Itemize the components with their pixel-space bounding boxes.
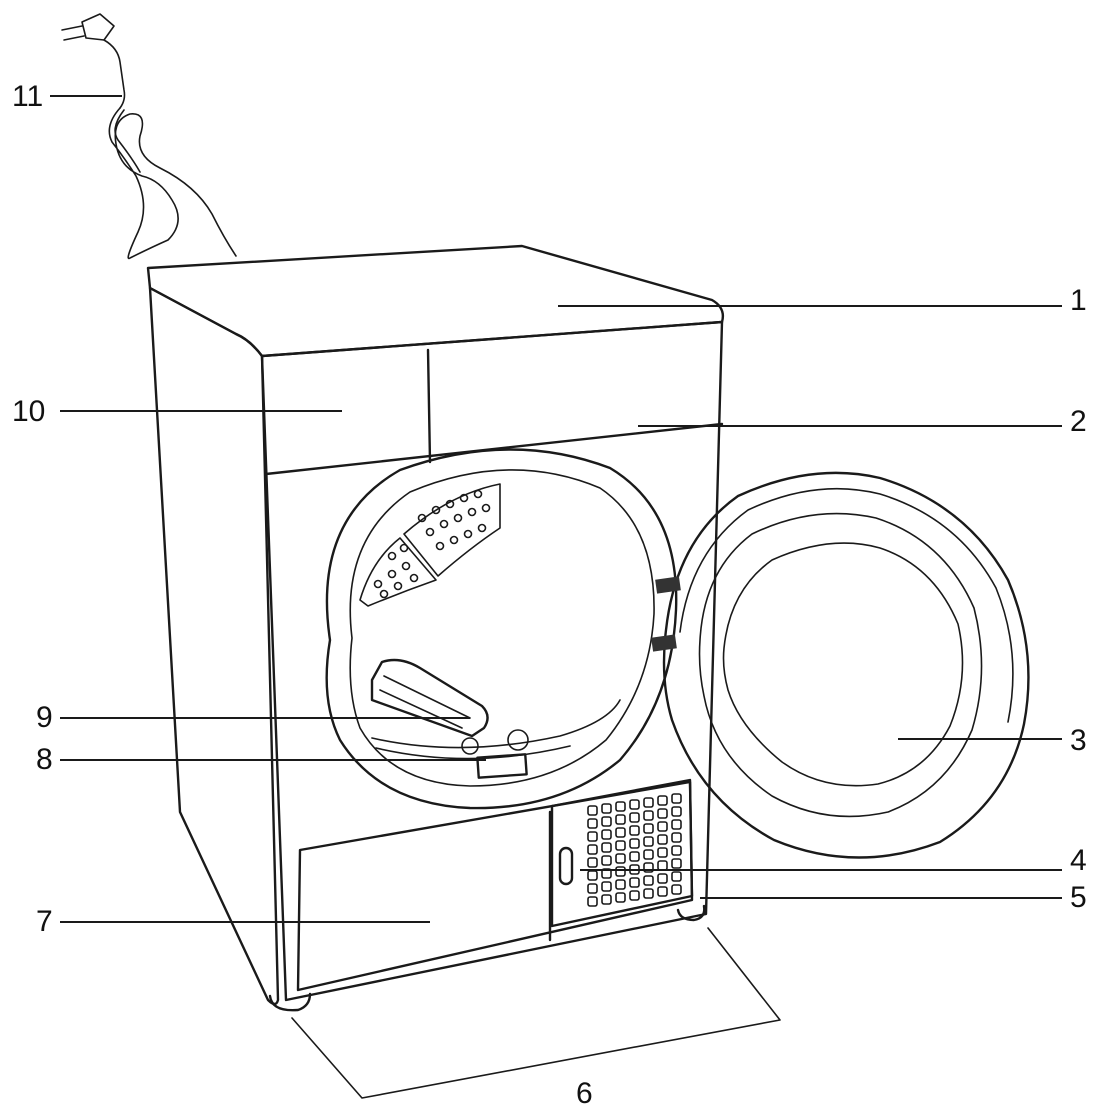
foot-right [676, 904, 706, 922]
rating-plate [476, 753, 528, 779]
grille-slot [671, 845, 682, 856]
grille-slot [587, 805, 598, 816]
grille-slot [629, 851, 640, 862]
grille-slot [601, 816, 612, 827]
callout-6: 6 [576, 1077, 593, 1110]
grille-slot [601, 842, 612, 853]
callout-11: 11 [12, 80, 43, 113]
grille-slot [629, 877, 640, 888]
grille-slot [615, 866, 626, 877]
grille-slot [657, 873, 668, 884]
grille-slot [615, 840, 626, 851]
door-hinge-bottom [651, 634, 677, 652]
grille-slot [615, 801, 626, 812]
grille-slot [587, 844, 598, 855]
drum-perforations [373, 489, 491, 599]
grille-slot [615, 892, 626, 903]
callout-7: 7 [36, 905, 53, 938]
callout-1: 1 [1070, 284, 1087, 317]
callout-8: 8 [36, 743, 53, 776]
grille-slot [657, 808, 668, 819]
grille-slot [601, 894, 612, 905]
grille-slot [587, 883, 598, 894]
grille-slot [671, 806, 682, 817]
grille-slot [643, 862, 654, 873]
grille-slot [643, 823, 654, 834]
grille-slot [615, 853, 626, 864]
drum-opening [325, 448, 678, 810]
callout-5: 5 [1070, 881, 1087, 914]
grille-slot [629, 825, 640, 836]
callout-4: 4 [1070, 844, 1087, 877]
grille-slot [643, 836, 654, 847]
door-hinge-top [655, 576, 681, 594]
grille-slot [629, 890, 640, 901]
grille-slot [671, 819, 682, 830]
grille-slot [601, 881, 612, 892]
callout-2: 2 [1070, 405, 1087, 438]
grille-slot [601, 855, 612, 866]
grille-slot [587, 896, 598, 907]
grille-slot [587, 831, 598, 842]
fluff-filter [370, 658, 489, 738]
grille-slot [643, 875, 654, 886]
dryer-door [651, 471, 1030, 859]
grille-slot [601, 829, 612, 840]
feet-bracket [291, 927, 781, 1099]
callout-3: 3 [1070, 724, 1087, 757]
grille-slot [657, 886, 668, 897]
grille-slot [615, 879, 626, 890]
grille-slot [671, 871, 682, 882]
grille-slot [671, 793, 682, 804]
grille-slot [657, 834, 668, 845]
grille-slot [657, 847, 668, 858]
grille-slot [615, 827, 626, 838]
top-cover [146, 244, 725, 358]
callout-10: 10 [12, 395, 45, 428]
callout-labels: 1 2 3 4 5 6 7 8 9 10 11 [12, 80, 1087, 1110]
grille-slot [587, 870, 598, 881]
grille-slot [615, 814, 626, 825]
dryer-cabinet [146, 244, 725, 1012]
grille-slot [587, 857, 598, 868]
left-side-panel [148, 286, 280, 1006]
grille-slot [643, 810, 654, 821]
leader-lines [50, 95, 1062, 923]
grille-slot [671, 858, 682, 869]
grille-slot [643, 797, 654, 808]
foot-left [268, 992, 312, 1012]
grille-slot [671, 884, 682, 895]
grille-slot [657, 821, 668, 832]
front-panel [260, 320, 724, 1002]
grille-slot [643, 888, 654, 899]
heat-exchanger-handle [558, 846, 574, 886]
grille-slot [601, 803, 612, 814]
grille-slot [629, 812, 640, 823]
grille-slot [587, 818, 598, 829]
grille-slot [629, 799, 640, 810]
callout-9: 9 [36, 701, 53, 734]
grille-slot [657, 795, 668, 806]
grille-slot [643, 849, 654, 860]
grille-slot [657, 860, 668, 871]
grille-slot [671, 832, 682, 843]
power-cord [61, 13, 237, 260]
grille-slot [629, 838, 640, 849]
ventilation-grille [550, 778, 694, 928]
